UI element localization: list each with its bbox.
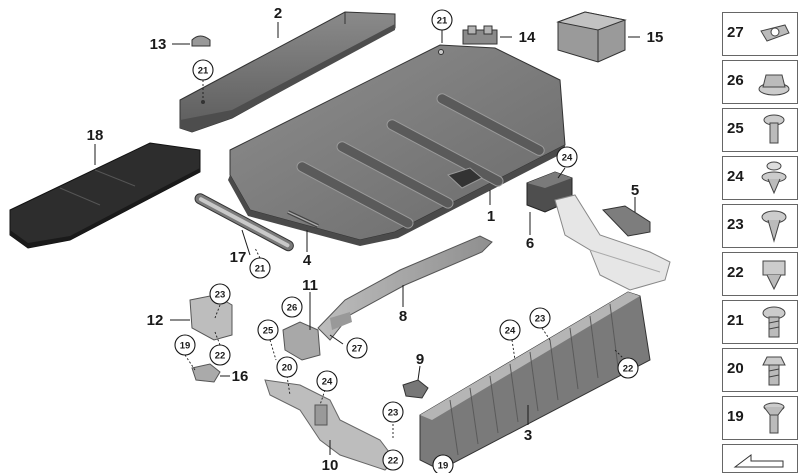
floor-mat-part (9, 142, 201, 249)
circled-callout-20: 20 (276, 356, 298, 378)
shelf-panel-part (179, 11, 396, 133)
callout-8: 8 (399, 308, 407, 325)
countersunk-screw-icon (763, 402, 785, 434)
svg-text:22: 22 (623, 364, 634, 375)
legend-number: 23 (727, 216, 744, 233)
callout-6: 6 (526, 235, 534, 252)
circled-callout-23-panel: 23 (529, 307, 551, 329)
callout-18: 18 (87, 127, 104, 144)
circled-callout-22-bottom: 22 (382, 449, 404, 471)
circled-callout-19-bottom: 19 (432, 454, 454, 473)
svg-text:19: 19 (180, 341, 191, 352)
circled-callout-27: 27 (346, 337, 368, 359)
circled-callout-24-mid: 24 (316, 370, 338, 392)
svg-text:21: 21 (198, 66, 209, 77)
svg-text:23: 23 (388, 408, 399, 419)
svg-text:24: 24 (322, 377, 333, 388)
speed-nut-icon (762, 260, 786, 291)
svg-text:26: 26 (287, 303, 298, 314)
legend-item-27: 27 (722, 12, 798, 56)
callout-1: 1 (487, 208, 495, 225)
legend-item-22: 22 (722, 252, 798, 296)
dashed-leaders (184, 80, 626, 440)
callout-15: 15 (647, 29, 664, 46)
push-rivet-icon (761, 161, 787, 195)
svg-text:22: 22 (388, 456, 399, 467)
svg-text:24: 24 (562, 153, 573, 164)
legend-item-21: 21 (722, 300, 798, 344)
callout-13: 13 (150, 36, 167, 53)
legend-item-25: 25 (722, 108, 798, 152)
hex-bolt-icon (762, 356, 786, 386)
leader-lines (94, 22, 640, 455)
legend-number: 20 (727, 360, 744, 377)
bracket-part-16 (191, 363, 221, 383)
cross-member-part (317, 235, 493, 341)
svg-text:23: 23 (215, 290, 226, 301)
callout-5: 5 (631, 182, 639, 199)
storage-box-part (556, 11, 627, 63)
legend-item-19: 19 (722, 396, 798, 440)
legend-number: 26 (727, 72, 744, 89)
legend-number: 21 (727, 312, 744, 329)
seal-strip-part (194, 193, 294, 252)
callout-4: 4 (303, 252, 312, 269)
legend-item-23: 23 (722, 204, 798, 248)
callout-14: 14 (519, 29, 536, 46)
expanding-rivet-icon (763, 114, 785, 144)
clip-part-13 (191, 35, 211, 47)
callout-17: 17 (230, 249, 247, 266)
legend-number: 24 (727, 168, 744, 185)
torx-screw-icon (762, 306, 786, 338)
circled-callout-23-left: 23 (209, 283, 231, 305)
callout-12: 12 (147, 312, 164, 329)
floor-panel-part (228, 44, 566, 246)
circled-callout-19-left: 19 (174, 334, 196, 356)
legend-number: 27 (727, 24, 744, 41)
legend-number: 22 (727, 264, 744, 281)
callout-16: 16 (232, 368, 249, 385)
circled-callout-21-top: 21 (431, 9, 453, 31)
legend-item-20: 20 (722, 348, 798, 392)
bracket-part-9 (402, 379, 429, 399)
rear-panel-part (419, 291, 651, 471)
circled-callout-21-left: 21 (192, 59, 214, 81)
bracket-part-11 (282, 321, 321, 361)
legend-number: 25 (727, 120, 744, 137)
strut-part (287, 210, 319, 228)
svg-text:23: 23 (535, 314, 546, 325)
support-frame-part (554, 194, 671, 291)
callout-11: 11 (302, 277, 318, 294)
circled-callout-25: 25 (257, 319, 279, 341)
svg-text:21: 21 (437, 16, 448, 27)
svg-text:22: 22 (215, 351, 226, 362)
svg-text:21: 21 (255, 264, 266, 275)
legend-item-24: 24 (722, 156, 798, 200)
circled-callout-22-panel: 22 (617, 357, 639, 379)
svg-text:27: 27 (352, 344, 363, 355)
legend-arrow-box (722, 444, 798, 473)
callout-2: 2 (274, 5, 282, 22)
circled-callout-24-panel: 24 (499, 319, 521, 341)
circled-callout-22-left: 22 (209, 344, 231, 366)
circled-callout-23-bottom: 23 (382, 401, 404, 423)
callout-10: 10 (322, 457, 339, 473)
circled-callout-26: 26 (281, 296, 303, 318)
callout-3: 3 (524, 427, 532, 444)
nut-clip-icon (760, 24, 790, 42)
svg-text:19: 19 (438, 461, 449, 472)
spreader-rivet-icon (761, 210, 787, 243)
svg-text:20: 20 (282, 363, 293, 374)
circled-callout-21-bottom: 21 (249, 257, 271, 279)
callout-9: 9 (416, 351, 424, 368)
svg-text:24: 24 (505, 326, 516, 337)
legend-item-26: 26 (722, 60, 798, 104)
hinge-part (462, 25, 498, 45)
flange-nut-icon (758, 74, 790, 96)
legend-number: 19 (727, 408, 744, 425)
svg-text:25: 25 (263, 326, 274, 337)
circled-callout-24-right: 24 (556, 146, 578, 168)
direction-arrow-icon (733, 454, 784, 468)
